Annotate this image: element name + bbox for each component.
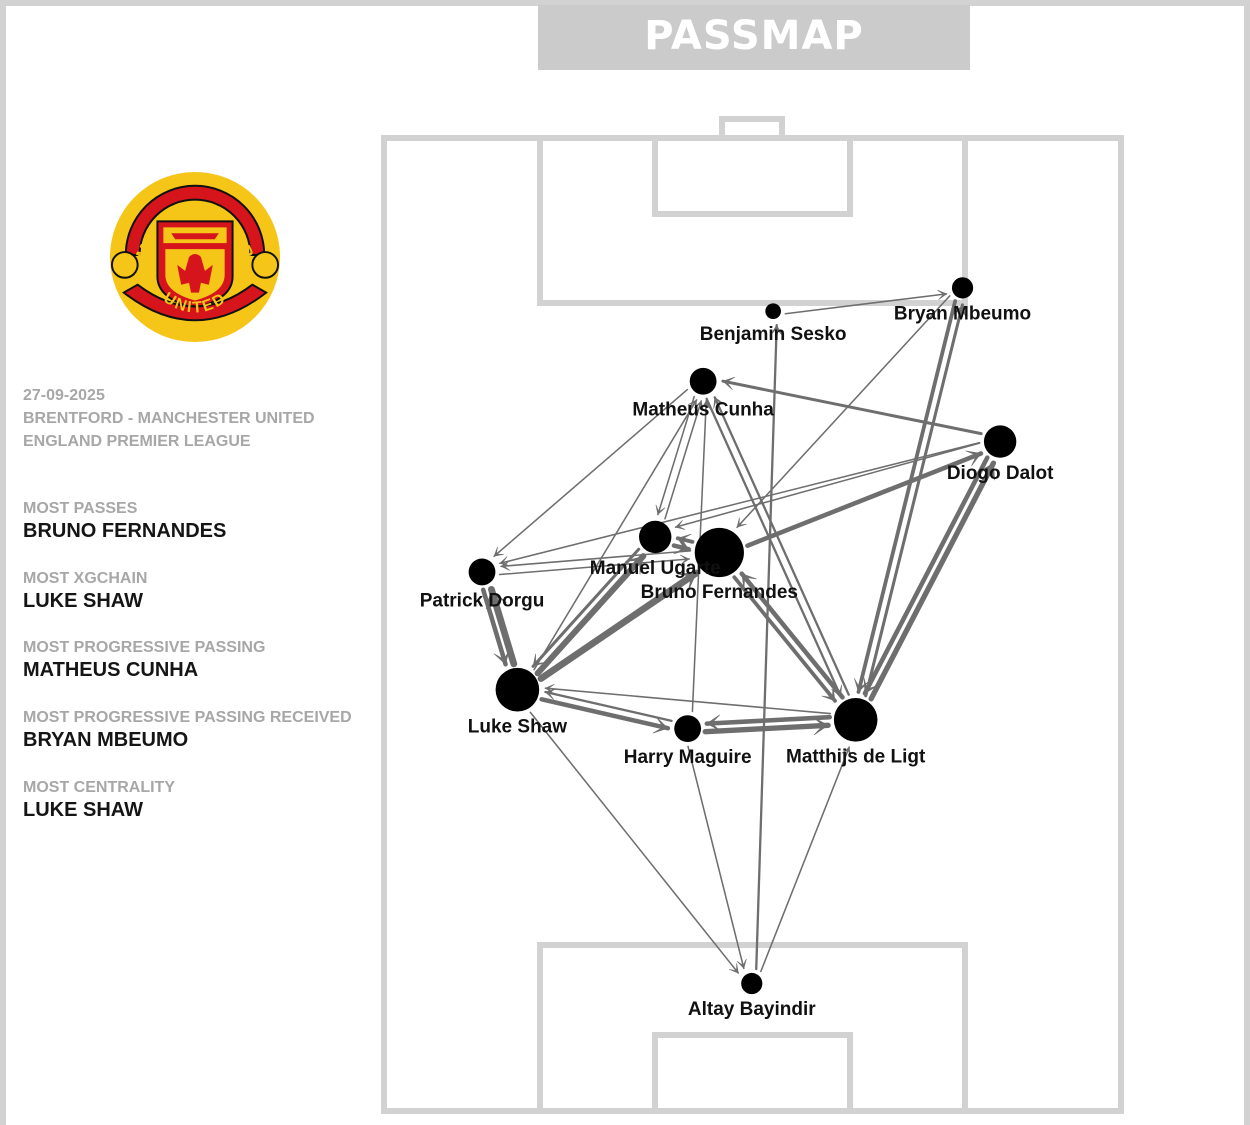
top-penalty-box xyxy=(537,135,968,306)
pass-edge xyxy=(732,575,837,703)
pass-edge xyxy=(784,289,948,315)
player-label-bruno: Bruno Fernandes xyxy=(641,582,798,603)
stat-label: MOST PASSES xyxy=(23,500,138,517)
bottom-penalty-box xyxy=(537,942,968,1114)
player-label-bayindir: Altay Bayindir xyxy=(688,999,816,1020)
pass-edge xyxy=(531,547,641,668)
pass-edge xyxy=(864,303,967,698)
pass-edge xyxy=(854,299,958,694)
stat-value: LUKE SHAW xyxy=(23,589,143,612)
pass-edge xyxy=(675,533,695,549)
stat-value: MATHEUS CUNHA xyxy=(23,659,199,682)
player-node-deligt xyxy=(833,698,878,742)
pass-edge xyxy=(537,569,700,682)
player-node-bayindir xyxy=(741,972,763,995)
stat-most-centrality: MOST CENTRALITY LUKE SHAW xyxy=(23,778,352,848)
pass-edge xyxy=(868,460,997,702)
stat-label: MOST PROGRESSIVE PASSING xyxy=(23,639,266,657)
match-info: 27-09-2025 BRENTFORD - MANCHESTER UNITED… xyxy=(23,384,315,453)
pass-edge xyxy=(713,396,850,696)
player-node-dorgu xyxy=(468,558,496,586)
pass-edge xyxy=(544,683,832,715)
pass-edges xyxy=(480,289,997,974)
pass-edge xyxy=(755,323,783,971)
stat-value: LUKE SHAW xyxy=(23,798,143,821)
page-title: PASSMAP xyxy=(538,5,970,70)
pitch-markings xyxy=(381,116,1124,1114)
stat-label: MOST XGCHAIN xyxy=(23,569,148,587)
player-label-sesko: Benjamin Sesko xyxy=(700,324,847,345)
team-crest-logo: MANCHESTER UNITED xyxy=(109,171,281,343)
stat-most-progressive-passing: MOST PROGRESSIVE PASSING MATHEUS CUNHA xyxy=(23,638,352,708)
bottom-six-yard-box xyxy=(652,1032,853,1114)
player-label-shaw: Luke Shaw xyxy=(468,716,567,737)
player-nodes xyxy=(468,277,1017,995)
pass-edge xyxy=(533,399,698,671)
pass-edge xyxy=(705,397,842,698)
pass-edge xyxy=(529,711,740,974)
stats-panel: MOST PASSES BRUNO FERNANDES MOST XGCHAIN… xyxy=(23,499,352,847)
pass-edge xyxy=(500,550,692,571)
player-node-bruno xyxy=(694,527,744,578)
pass-edge xyxy=(674,442,981,530)
pass-edge xyxy=(760,746,851,973)
stat-value: BRYAN MBEUMO xyxy=(23,729,189,752)
player-label-dorgu: Patrick Dorgu xyxy=(420,590,545,611)
player-label-ugarte: Manuel Ugarte xyxy=(590,558,721,579)
player-label-dalot: Diogo Dalot xyxy=(947,463,1054,484)
top-six-yard-box xyxy=(652,135,853,217)
player-label-mbeumo: Bryan Mbeumo xyxy=(894,303,1031,324)
pass-edge xyxy=(499,441,981,567)
pass-edge xyxy=(480,587,510,667)
player-node-cunha xyxy=(689,367,717,395)
stat-label: MOST PROGRESSIVE PASSING RECEIVED xyxy=(23,709,352,727)
pass-edge xyxy=(739,571,845,700)
top-goal xyxy=(719,116,785,141)
stat-label: MOST CENTRALITY xyxy=(23,778,175,796)
pass-edge xyxy=(544,688,673,722)
pass-edge xyxy=(498,554,690,576)
player-node-ugarte xyxy=(639,520,672,554)
pass-edge xyxy=(721,376,983,436)
stat-most-passes: MOST PASSES BRUNO FERNANDES xyxy=(23,499,352,569)
match-date: 27-09-2025 xyxy=(23,387,105,404)
pass-edge xyxy=(655,395,695,516)
player-node-mbeumo xyxy=(951,277,974,299)
match-competition: ENGLAND PREMIER LEAGUE xyxy=(23,433,251,450)
player-node-maguire xyxy=(674,715,702,743)
match-fixture: BRENTFORD - MANCHESTER UNITED xyxy=(23,410,315,427)
player-node-dalot xyxy=(983,425,1017,458)
pass-edge xyxy=(704,714,832,732)
pass-edge xyxy=(745,450,984,548)
pass-edge xyxy=(539,697,671,734)
stat-most-xgchain: MOST XGCHAIN LUKE SHAW xyxy=(23,569,352,639)
pass-edge xyxy=(736,295,951,529)
player-node-shaw xyxy=(495,667,540,712)
player-label-cunha: Matheus Cunha xyxy=(632,400,774,421)
pass-edge xyxy=(687,745,747,970)
pass-edge xyxy=(493,388,689,558)
stat-value: BRUNO FERNANDES xyxy=(23,520,227,542)
stat-most-progressive-received: MOST PROGRESSIVE PASSING RECEIVED BRYAN … xyxy=(23,708,352,778)
player-label-maguire: Harry Maguire xyxy=(624,747,752,768)
player-label-deligt: Matthijs de Ligt xyxy=(786,747,926,768)
player-node-sesko xyxy=(765,303,781,319)
